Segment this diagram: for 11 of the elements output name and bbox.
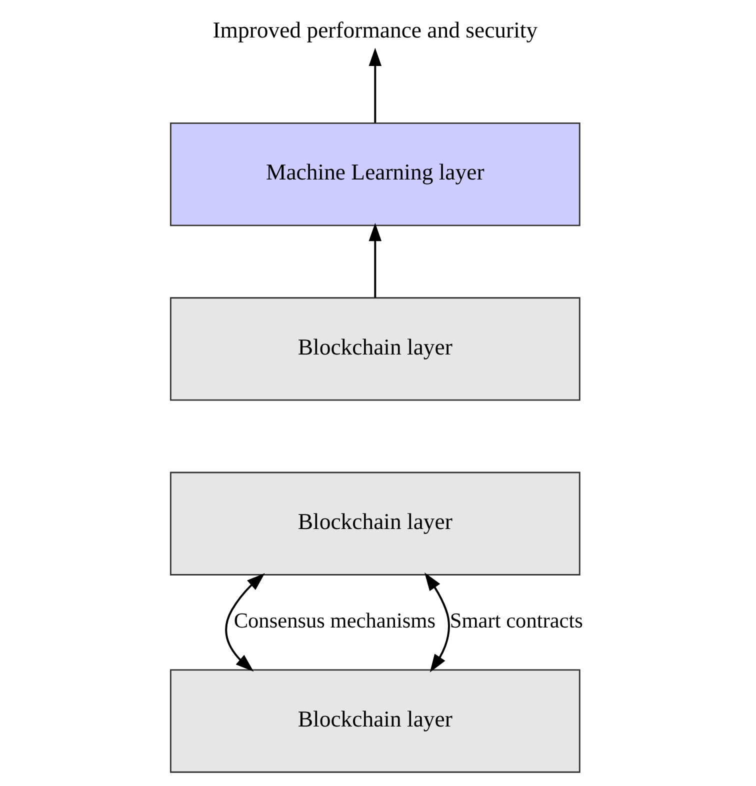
arrow <box>368 48 382 123</box>
edge-label: Smart contracts <box>450 608 583 632</box>
arrow <box>424 572 450 672</box>
node-box: Blockchain layer <box>170 297 580 401</box>
node-text: Improved performance and security <box>212 18 538 43</box>
arrow <box>368 222 382 298</box>
arrow <box>225 573 265 672</box>
node-box: Blockchain layer <box>170 472 580 576</box>
node-box: Machine Learning layer <box>170 122 580 226</box>
edge-label: Consensus mechanisms <box>234 608 436 632</box>
node-box: Blockchain layer <box>170 669 580 773</box>
